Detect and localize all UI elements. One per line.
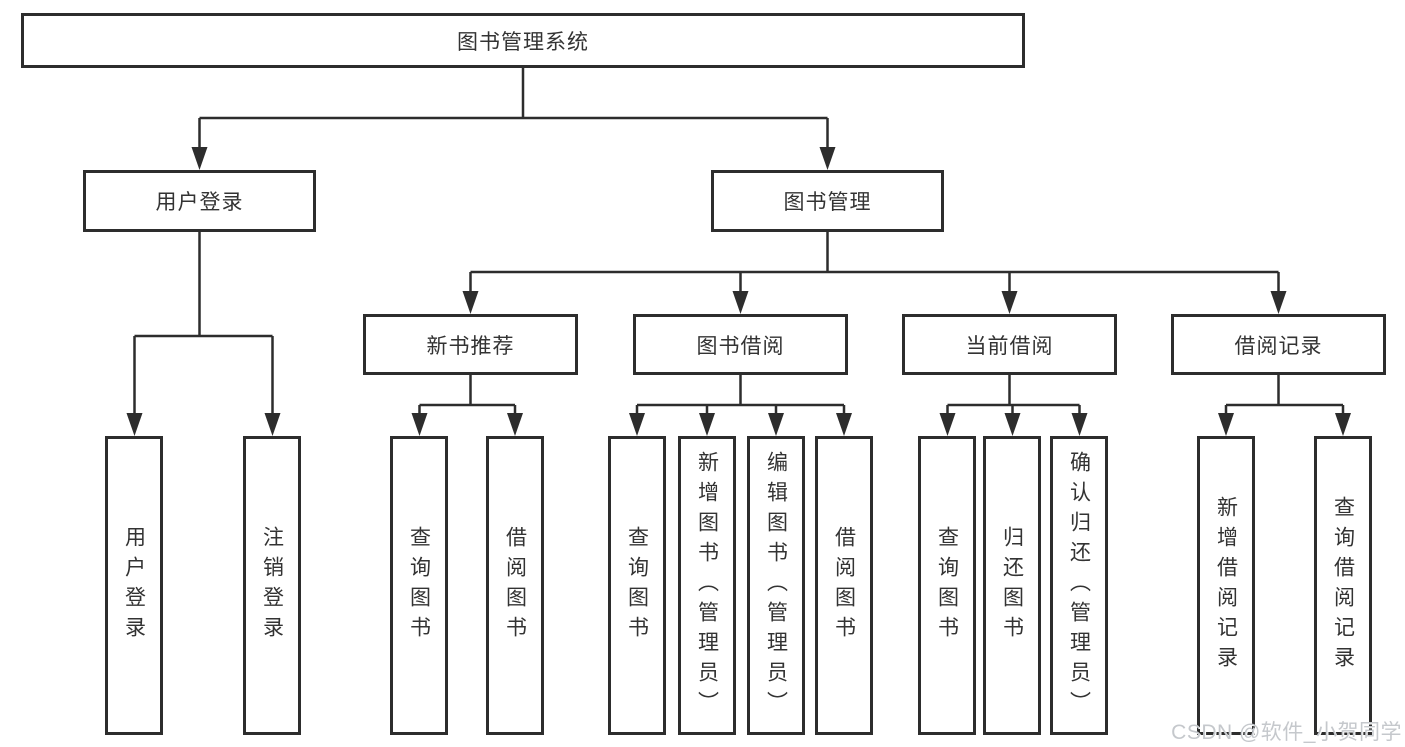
node-label: 编辑图书（管理员） bbox=[764, 450, 788, 721]
node-label: 图书管理 bbox=[783, 191, 872, 214]
node-label: 确认归还（管理员） bbox=[1067, 450, 1091, 721]
node-book-borrow: 图书借阅 bbox=[633, 314, 848, 375]
node-query-books-borrow: 查询图书 bbox=[608, 436, 666, 735]
node-label: 借阅图书 bbox=[832, 525, 856, 646]
node-query-books-recommend: 查询图书 bbox=[390, 436, 448, 735]
node-label: 新增图书（管理员） bbox=[695, 450, 719, 721]
node-label: 当前借阅 bbox=[965, 334, 1054, 358]
node-logout-leaf: 注销登录 bbox=[243, 436, 301, 735]
node-book-management: 图书管理 bbox=[711, 170, 944, 232]
node-user-login: 用户登录 bbox=[83, 170, 316, 232]
node-label: 查询图书 bbox=[625, 525, 649, 646]
node-label: 归还图书 bbox=[1000, 525, 1024, 646]
node-borrow-books-leaf: 借阅图书 bbox=[815, 436, 873, 735]
node-label: 借阅记录 bbox=[1234, 334, 1323, 358]
node-user-login-leaf: 用户登录 bbox=[105, 436, 163, 735]
node-library-system: 图书管理系统 bbox=[21, 13, 1025, 68]
node-current-borrow: 当前借阅 bbox=[902, 314, 1117, 375]
node-confirm-return-admin: 确认归还（管理员） bbox=[1050, 436, 1108, 735]
node-borrow-records: 借阅记录 bbox=[1171, 314, 1386, 375]
node-new-book-recommend: 新书推荐 bbox=[363, 314, 578, 375]
node-label: 图书管理系统 bbox=[457, 30, 589, 54]
node-label: 用户登录 bbox=[155, 191, 244, 214]
node-add-books-admin: 新增图书（管理员） bbox=[678, 436, 736, 735]
arrowheads bbox=[126, 147, 1351, 436]
node-label: 新增借阅记录 bbox=[1214, 495, 1238, 676]
node-label: 图书借阅 bbox=[696, 334, 785, 358]
node-add-borrow-record: 新增借阅记录 bbox=[1197, 436, 1255, 735]
node-query-borrow-record: 查询借阅记录 bbox=[1314, 436, 1372, 735]
node-label: 查询图书 bbox=[407, 525, 431, 646]
node-edit-books-admin: 编辑图书（管理员） bbox=[747, 436, 805, 735]
node-query-books-current: 查询图书 bbox=[918, 436, 976, 735]
node-label: 新书推荐 bbox=[426, 334, 515, 358]
node-label: 注销登录 bbox=[260, 525, 284, 646]
node-label: 用户登录 bbox=[122, 525, 146, 646]
node-borrow-books-recommend: 借阅图书 bbox=[486, 436, 544, 735]
node-label: 查询图书 bbox=[935, 525, 959, 646]
node-label: 借阅图书 bbox=[503, 525, 527, 646]
csdn-watermark: CSDN @软件_小贺同学 bbox=[1171, 721, 1402, 744]
node-label: 查询借阅记录 bbox=[1331, 495, 1355, 676]
node-return-books: 归还图书 bbox=[983, 436, 1041, 735]
